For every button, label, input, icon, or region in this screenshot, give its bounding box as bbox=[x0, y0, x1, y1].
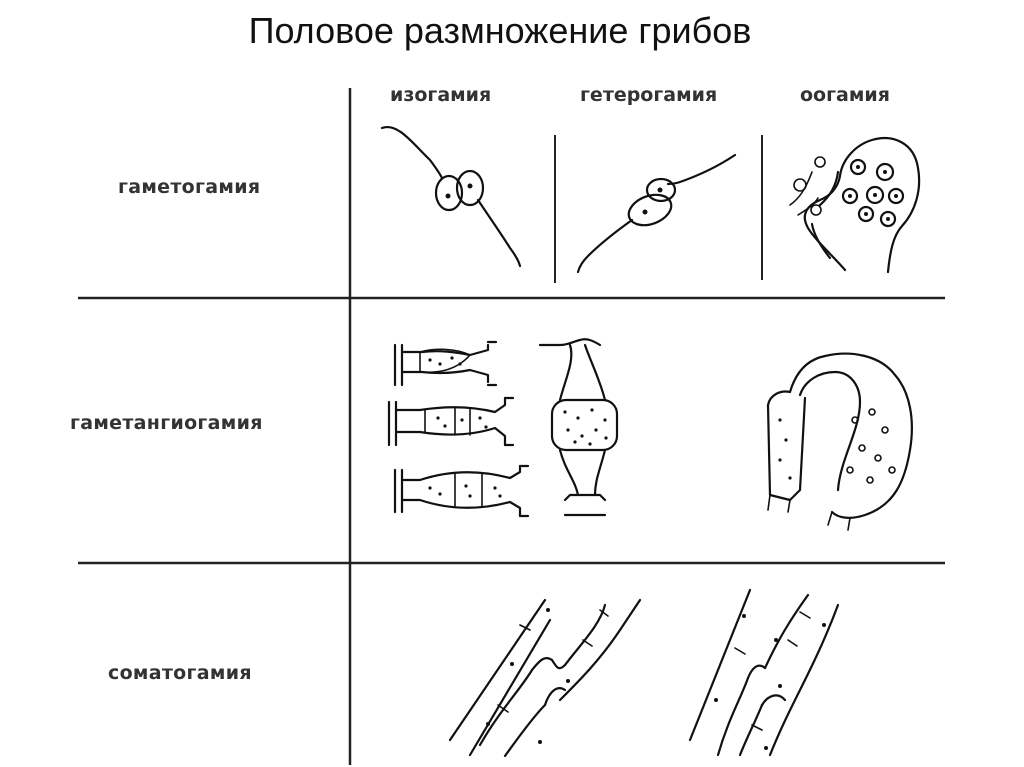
somatogamy-left-figure bbox=[448, 598, 642, 758]
column-label-isogamy: изогамия bbox=[390, 84, 492, 106]
row-label-gametangiogamy: гаметангиогамия bbox=[70, 412, 263, 434]
page-title: Половое размножение грибов bbox=[248, 10, 752, 51]
column-label-heterogamy: гетерогамия bbox=[580, 84, 718, 106]
isogamy-figure bbox=[380, 125, 522, 268]
oogamy-figure bbox=[789, 137, 921, 274]
column-label-oogamy: оогамия bbox=[800, 84, 890, 106]
somatogamy-right-figure bbox=[688, 588, 840, 757]
heterogamy-figure bbox=[576, 153, 737, 274]
row-label-gametogamy: гаметогамия bbox=[118, 176, 261, 198]
table-grid bbox=[78, 88, 945, 765]
row-label-somatogamy: соматогамия bbox=[108, 662, 252, 684]
curved-gametangia-figure bbox=[766, 352, 913, 531]
zygospore-figure bbox=[538, 338, 619, 517]
gametangiogamy-pairs-figure bbox=[387, 340, 530, 518]
